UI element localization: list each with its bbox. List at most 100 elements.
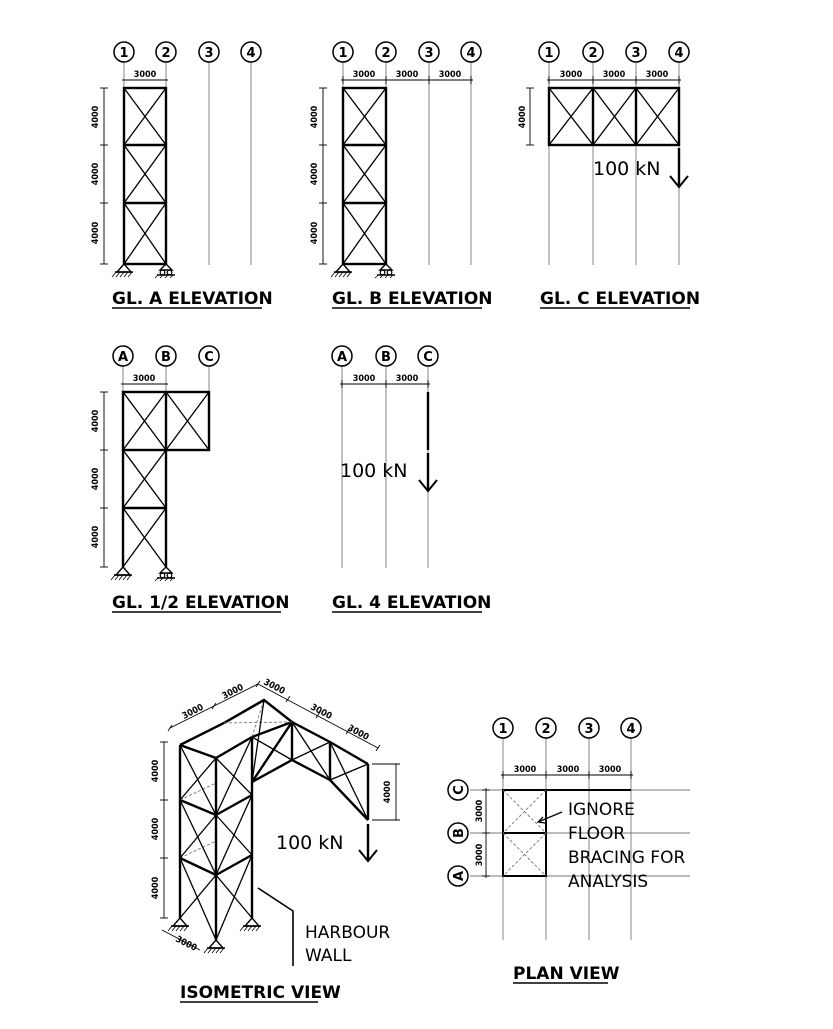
dimension-vertical: 3000 3000 bbox=[475, 788, 490, 878]
gl-c-elevation: 1 2 3 4 3000 3000 3000 4000 1 bbox=[518, 41, 700, 309]
plan-view: 1 2 3 4 C B A 3000 3000 3000 3000 3000 bbox=[447, 717, 690, 984]
svg-text:1: 1 bbox=[498, 722, 507, 737]
dimension-horizontal: 3000 3000 3000 bbox=[547, 70, 681, 84]
svg-text:C: C bbox=[423, 350, 433, 365]
view-title: PLAN VIEW bbox=[513, 964, 620, 984]
grid-bubble-c: C bbox=[198, 345, 220, 367]
svg-text:4000: 4000 bbox=[91, 467, 101, 490]
load-arrow-icon bbox=[418, 453, 438, 493]
svg-text:A: A bbox=[337, 350, 347, 365]
grid-bubble-2: 2 bbox=[582, 41, 604, 63]
grid-bubble-2: 2 bbox=[535, 717, 557, 739]
svg-text:4000: 4000 bbox=[310, 162, 320, 185]
svg-text:4000: 4000 bbox=[151, 817, 161, 840]
svg-text:ANALYSIS: ANALYSIS bbox=[568, 872, 648, 892]
grid-bubble-3: 3 bbox=[578, 717, 600, 739]
svg-text:1: 1 bbox=[338, 46, 347, 61]
dimension-vertical: 4000 4000 4000 bbox=[151, 741, 168, 919]
svg-text:A: A bbox=[452, 871, 467, 881]
svg-text:2: 2 bbox=[541, 722, 550, 737]
load-arrow-icon bbox=[669, 148, 689, 189]
svg-text:4: 4 bbox=[674, 46, 683, 61]
dimension-horizontal: 3000 3000 3000 bbox=[341, 70, 473, 84]
svg-text:4000: 4000 bbox=[518, 105, 528, 128]
pin-support-icon bbox=[330, 263, 353, 278]
pin-support-icon bbox=[239, 917, 262, 932]
svg-text:1: 1 bbox=[119, 46, 128, 61]
grid-bubble-b: B bbox=[447, 822, 469, 844]
roller-support-icon bbox=[154, 566, 176, 582]
svg-text:HARBOUR: HARBOUR bbox=[305, 923, 390, 943]
dimension-vertical: 4000 4000 4000 bbox=[91, 87, 108, 265]
view-title: GL. 1/2 ELEVATION bbox=[112, 593, 289, 613]
svg-text:FLOOR: FLOOR bbox=[568, 824, 625, 844]
svg-text:3000: 3000 bbox=[134, 70, 157, 80]
view-title: GL. A ELEVATION bbox=[112, 289, 273, 309]
svg-text:2: 2 bbox=[588, 46, 597, 61]
pin-support-icon bbox=[110, 566, 133, 581]
dimension-horizontal: 3000 3000 bbox=[340, 374, 430, 388]
svg-text:3000: 3000 bbox=[262, 678, 287, 698]
pin-support-icon bbox=[167, 917, 190, 932]
svg-text:4000: 4000 bbox=[91, 105, 101, 128]
truss-frame bbox=[547, 86, 681, 147]
gl-4-elevation: A B C 3000 3000 100 kN GL. 4 ELEVATION bbox=[331, 345, 491, 613]
svg-text:C: C bbox=[452, 785, 467, 795]
svg-text:B: B bbox=[161, 350, 171, 365]
svg-text:BRACING FOR: BRACING FOR bbox=[568, 848, 685, 868]
pin-support-icon bbox=[203, 939, 226, 954]
dimension-horizontal: 3000 bbox=[121, 374, 168, 385]
svg-text:3000: 3000 bbox=[557, 765, 580, 775]
grid-bubble-1: 1 bbox=[492, 717, 514, 739]
svg-text:3000: 3000 bbox=[396, 374, 419, 384]
dimension-vertical-right: 4000 bbox=[372, 763, 400, 821]
grid-bubble-4: 4 bbox=[240, 41, 262, 63]
svg-text:3000: 3000 bbox=[181, 702, 206, 721]
svg-text:4000: 4000 bbox=[383, 780, 393, 803]
svg-text:3000: 3000 bbox=[560, 70, 583, 80]
grid-bubble-3: 3 bbox=[625, 41, 647, 63]
svg-text:C: C bbox=[204, 350, 214, 365]
svg-text:4000: 4000 bbox=[310, 221, 320, 244]
harbour-wall: HARBOUR WALL bbox=[257, 887, 390, 966]
svg-text:4000: 4000 bbox=[91, 409, 101, 432]
svg-text:4000: 4000 bbox=[91, 525, 101, 548]
dimension-base: 3000 bbox=[161, 929, 201, 954]
truss-frame bbox=[122, 86, 168, 266]
svg-text:3: 3 bbox=[584, 722, 593, 737]
grid-bubble-b: B bbox=[155, 345, 177, 367]
dimension-vertical: 4000 4000 4000 bbox=[91, 391, 108, 568]
svg-text:3000: 3000 bbox=[439, 70, 462, 80]
isometric-view: 3000 3000 3000 3000 3000 bbox=[151, 678, 400, 1003]
grid-bubble-2: 2 bbox=[155, 41, 177, 63]
grid-bubble-a: A bbox=[447, 865, 469, 887]
svg-text:4: 4 bbox=[246, 46, 255, 61]
grid-bubble-c: C bbox=[447, 779, 469, 801]
dimension-top-chain: 3000 3000 3000 3000 3000 bbox=[167, 678, 381, 752]
svg-text:A: A bbox=[118, 350, 128, 365]
svg-text:3000: 3000 bbox=[174, 935, 199, 954]
roller-support-icon bbox=[154, 263, 176, 279]
truss-frame-3d bbox=[178, 698, 370, 941]
svg-text:3000: 3000 bbox=[346, 724, 371, 744]
svg-text:4: 4 bbox=[466, 46, 475, 61]
svg-text:2: 2 bbox=[381, 46, 390, 61]
svg-text:4000: 4000 bbox=[151, 759, 161, 782]
load-label: 100 kN bbox=[593, 158, 661, 180]
svg-text:IGNORE: IGNORE bbox=[568, 800, 635, 820]
svg-text:3000: 3000 bbox=[133, 374, 156, 384]
grid-bubble-4: 4 bbox=[620, 717, 642, 739]
svg-text:3000: 3000 bbox=[603, 70, 626, 80]
load-arrow-icon bbox=[358, 824, 378, 863]
dimension-horizontal: 3000 bbox=[122, 70, 168, 81]
svg-text:3000: 3000 bbox=[514, 765, 537, 775]
roller-support-icon bbox=[374, 263, 396, 279]
grid-bubble-b: B bbox=[375, 345, 397, 367]
svg-text:2: 2 bbox=[161, 46, 170, 61]
grid-bubble-3: 3 bbox=[198, 41, 220, 63]
pin-support-icon bbox=[111, 263, 134, 278]
svg-text:4: 4 bbox=[626, 722, 635, 737]
svg-text:3000: 3000 bbox=[396, 70, 419, 80]
svg-text:3000: 3000 bbox=[221, 682, 246, 701]
